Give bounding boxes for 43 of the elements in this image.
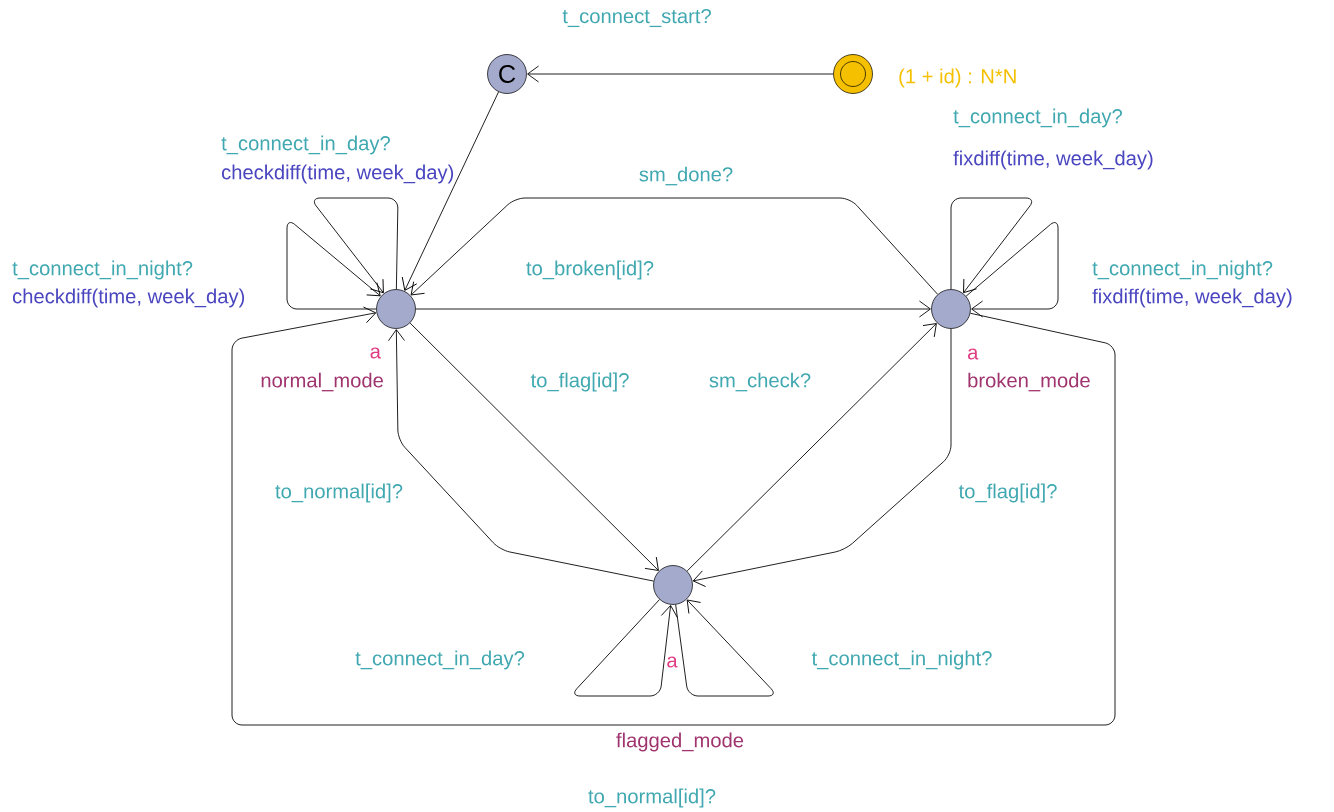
edge-label: t_connect_in_day?: [353, 648, 527, 672]
location-circle: [376, 289, 416, 329]
edge-label: to_flag[id]?: [956, 481, 1060, 505]
committed-location: C: [487, 54, 527, 94]
arrow: [527, 65, 834, 83]
invariant-label: a: [968, 348, 979, 360]
edge-label: t_connect_in_day?: [951, 106, 1125, 130]
arrow: [231, 306, 1116, 726]
update-label: checkdiff(time, week_day): [221, 164, 454, 184]
arrow: [675, 599, 774, 697]
edge-label: t_connect_in_night?: [809, 648, 995, 672]
node-label: (1 + id) : N*N: [899, 68, 1016, 88]
arrow: [409, 322, 659, 571]
location-circle: [653, 565, 693, 605]
edge-label: to_normal[id]?: [273, 481, 405, 505]
location-circle: [931, 289, 971, 329]
arrow: [415, 300, 931, 318]
arrow: [950, 197, 1033, 294]
edge-label: sm_done?: [637, 164, 735, 188]
arrow: [401, 91, 499, 291]
update-label: fixdiff(time, week_day): [953, 150, 1153, 170]
edge-label: t_connect_in_night?: [10, 258, 195, 282]
update-label: checkdiff(time, week_day): [12, 288, 245, 308]
arrow: [313, 197, 399, 294]
edge-label: to_normal[id]?: [586, 786, 718, 810]
invariant-label: a: [667, 656, 678, 668]
arrow: [574, 599, 678, 697]
state-name: broken_mode: [968, 372, 1090, 392]
arrow: [286, 222, 381, 310]
edge-label: to_broken[id]?: [524, 258, 656, 282]
state-name: normal_mode: [261, 372, 383, 392]
arrow: [388, 329, 654, 582]
edge-label: t_connect_in_day?: [219, 133, 393, 157]
state-name: flagged_mode: [616, 732, 744, 752]
edge-label: sm_check?: [707, 370, 813, 394]
edge-label: t_connect_start?: [560, 7, 714, 29]
initial-location: [833, 54, 873, 94]
arrow: [965, 222, 1059, 318]
edge-label: t_connect_in_night?: [1090, 258, 1275, 282]
invariant-label: a: [370, 347, 381, 359]
arrow: [410, 197, 939, 296]
update-label: fixdiff(time, week_day): [1092, 288, 1292, 308]
edge-label: to_flag[id]?: [528, 370, 632, 394]
